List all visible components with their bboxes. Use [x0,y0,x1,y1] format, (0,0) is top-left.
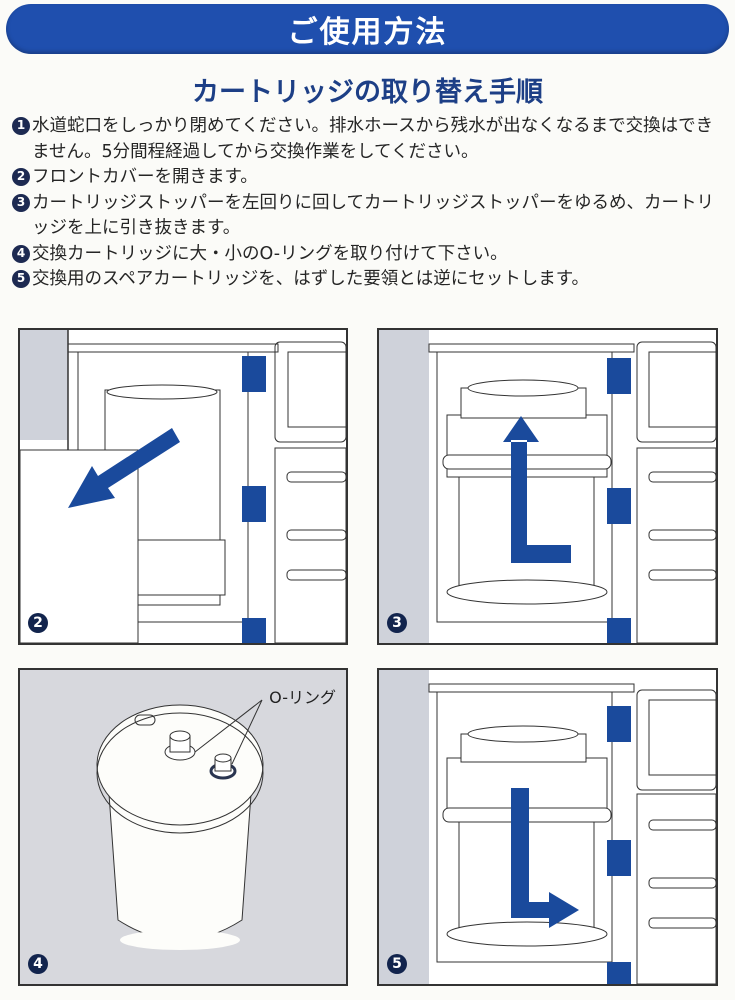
step-text: カートリッジストッパーを左回りに回してカートリッジストッパーをゆるめ、カートリッ… [32,192,714,239]
step-text: 交換用のスペアカートリッジを、はずした要領とは逆にセットします。 [32,269,590,289]
arrow-down-right-icon [511,788,579,928]
step-text: 水道蛇口をしっかり閉めてください。排水ホースから残水が出なくなるまで交換はできま… [32,116,714,162]
step-text: 交換カートリッジに大・小のO-リングを取り付けて下さい。 [32,243,508,264]
open-cover-illustration [20,330,346,643]
step-number-badge: 1 [12,117,30,135]
step-number-badge: 4 [12,244,30,263]
step-3-badge: 3 [387,613,407,633]
step-4-badge: 4 [28,954,48,974]
section-title: カートリッジの取り替え手順 [192,77,543,108]
step-item: 1 水道蛇口をしっかり閉めてください。排水ホースから残水が出なくなるまで交換はで… [12,114,727,165]
step-5-badge: 5 [387,954,407,974]
remove-cartridge-illustration [379,330,716,643]
step-item: 3 カートリッジストッパーを左回りに回してカートリッジストッパーをゆるめ、カート… [12,191,727,242]
step-number-badge: 2 [12,168,30,186]
steps-list: 1 水道蛇口をしっかり閉めてください。排水ホースから残水が出なくなるまで交換はで… [12,114,727,293]
step-text: フロントカバーを開きます。 [32,167,258,187]
step-item: 2 フロントカバーを開きます。 [12,165,727,191]
o-ring-label: O-リング [269,688,336,707]
figure-step-2: 2 [18,328,348,645]
arrow-up-icon [503,416,571,563]
step-number-badge: 5 [12,270,30,288]
page-title: ご使用方法 [287,15,448,50]
step-item: 5 交換用のスペアカートリッジを、はずした要領とは逆にセットします。 [12,267,727,293]
insert-cartridge-illustration [379,670,716,984]
header-banner: ご使用方法 [6,4,729,54]
step-2-badge: 2 [28,613,48,633]
figure-step-5: 5 [377,668,718,986]
arrow-down-left-icon [68,428,180,508]
step-item: 4 交換カートリッジに大・小のO-リングを取り付けて下さい。 [12,242,727,268]
step-number-badge: 3 [12,193,30,212]
figure-step-3: 3 [377,328,718,645]
figure-step-4: O-リング 4 [18,668,348,986]
cartridge-oring-illustration [96,699,264,950]
